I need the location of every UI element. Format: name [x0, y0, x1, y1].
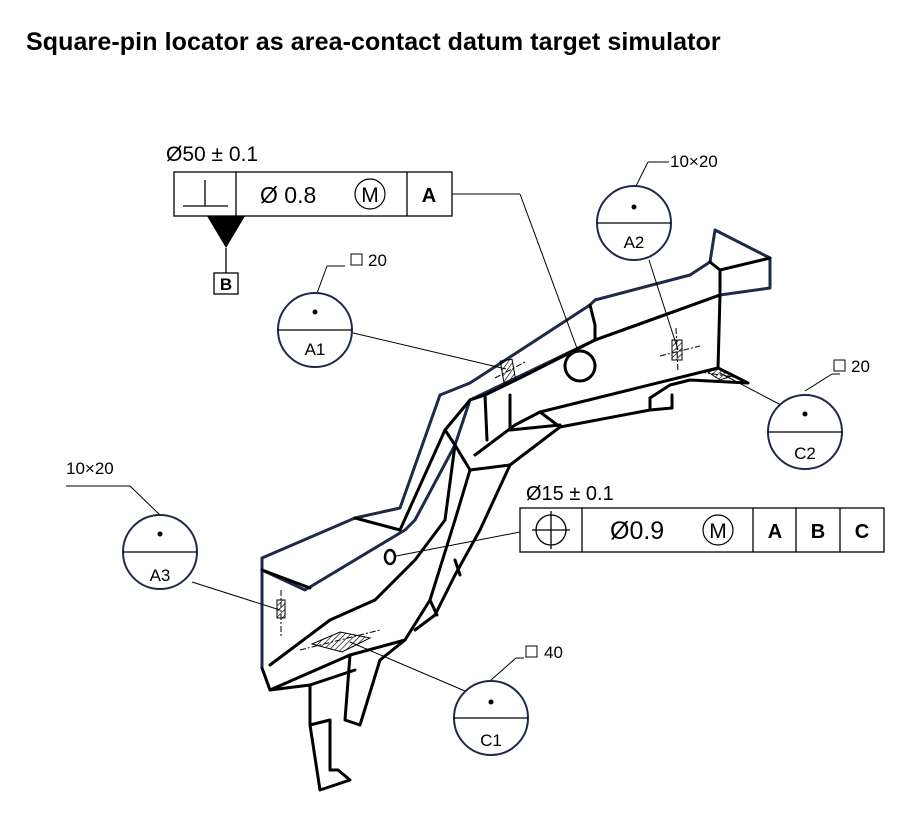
datum-target-c1-label: C1: [480, 731, 502, 750]
size-label-c2: 20: [851, 357, 870, 376]
mmc-modifier-icon: [702, 514, 734, 546]
datum-triangle-icon: [207, 216, 245, 248]
hole-small: [383, 548, 397, 566]
target-area-c2: [699, 367, 741, 381]
part-bracket: [260, 228, 772, 792]
size-label-c1: 40: [544, 643, 563, 662]
datum-target-a2-label: A2: [624, 233, 645, 252]
pos-tolerance: Ø0.9: [610, 517, 664, 545]
position-icon: [532, 511, 570, 549]
leader-lines: [66, 161, 840, 695]
perp-datum-ref: A: [422, 185, 436, 207]
size-dimension-15: Ø15 ± 0.1: [526, 483, 614, 505]
pos-datum-c: C: [855, 521, 869, 543]
page-title: Square-pin locator as area-contact datum…: [26, 28, 721, 56]
target-size-labels: 20 10×20 10×20 40 20: [66, 152, 870, 662]
size-label-a2: 10×20: [670, 152, 718, 171]
square-symbol: [525, 645, 538, 658]
datum-target-a3-label: A3: [150, 566, 171, 585]
datum-target-a2: A2: [596, 185, 672, 261]
target-area-a2: [659, 327, 701, 373]
part-outer-outline: [260, 228, 772, 670]
perpendicularity-icon: [183, 180, 228, 207]
datum-target-c2: C2: [767, 394, 843, 470]
datum-target-a1: A1: [277, 292, 353, 368]
target-area-c1: [299, 629, 381, 653]
size-label-a3: 10×20: [66, 459, 114, 478]
pos-modifier: M: [709, 520, 727, 543]
size-dimension-50: Ø50 ± 0.1: [166, 143, 258, 166]
perp-tolerance: Ø 0.8: [260, 182, 316, 208]
mmc-modifier-icon: [354, 178, 386, 210]
size-label-a1: 20: [368, 251, 387, 270]
datum-target-a3: A3: [122, 514, 198, 590]
pos-datum-a: A: [768, 521, 782, 543]
datum-target-c1: C1: [453, 680, 529, 756]
datum-target-c2-label: C2: [794, 444, 816, 463]
fcf-position: Ø15 ± 0.1 Ø0.9 M A B C: [519, 483, 885, 553]
fcf-perpendicularity: Ø50 ± 0.1 Ø 0.8 M A B: [166, 143, 453, 295]
perp-modifier: M: [361, 184, 379, 207]
pos-datum-b: B: [811, 521, 825, 543]
datum-feature-b: B: [220, 275, 232, 294]
datum-target-a1-label: A1: [305, 340, 326, 359]
square-symbol: [350, 253, 363, 266]
target-area-a3: [276, 590, 286, 638]
hole-large: [563, 349, 597, 383]
target-area-a1: [494, 358, 526, 384]
square-symbol: [833, 359, 846, 372]
